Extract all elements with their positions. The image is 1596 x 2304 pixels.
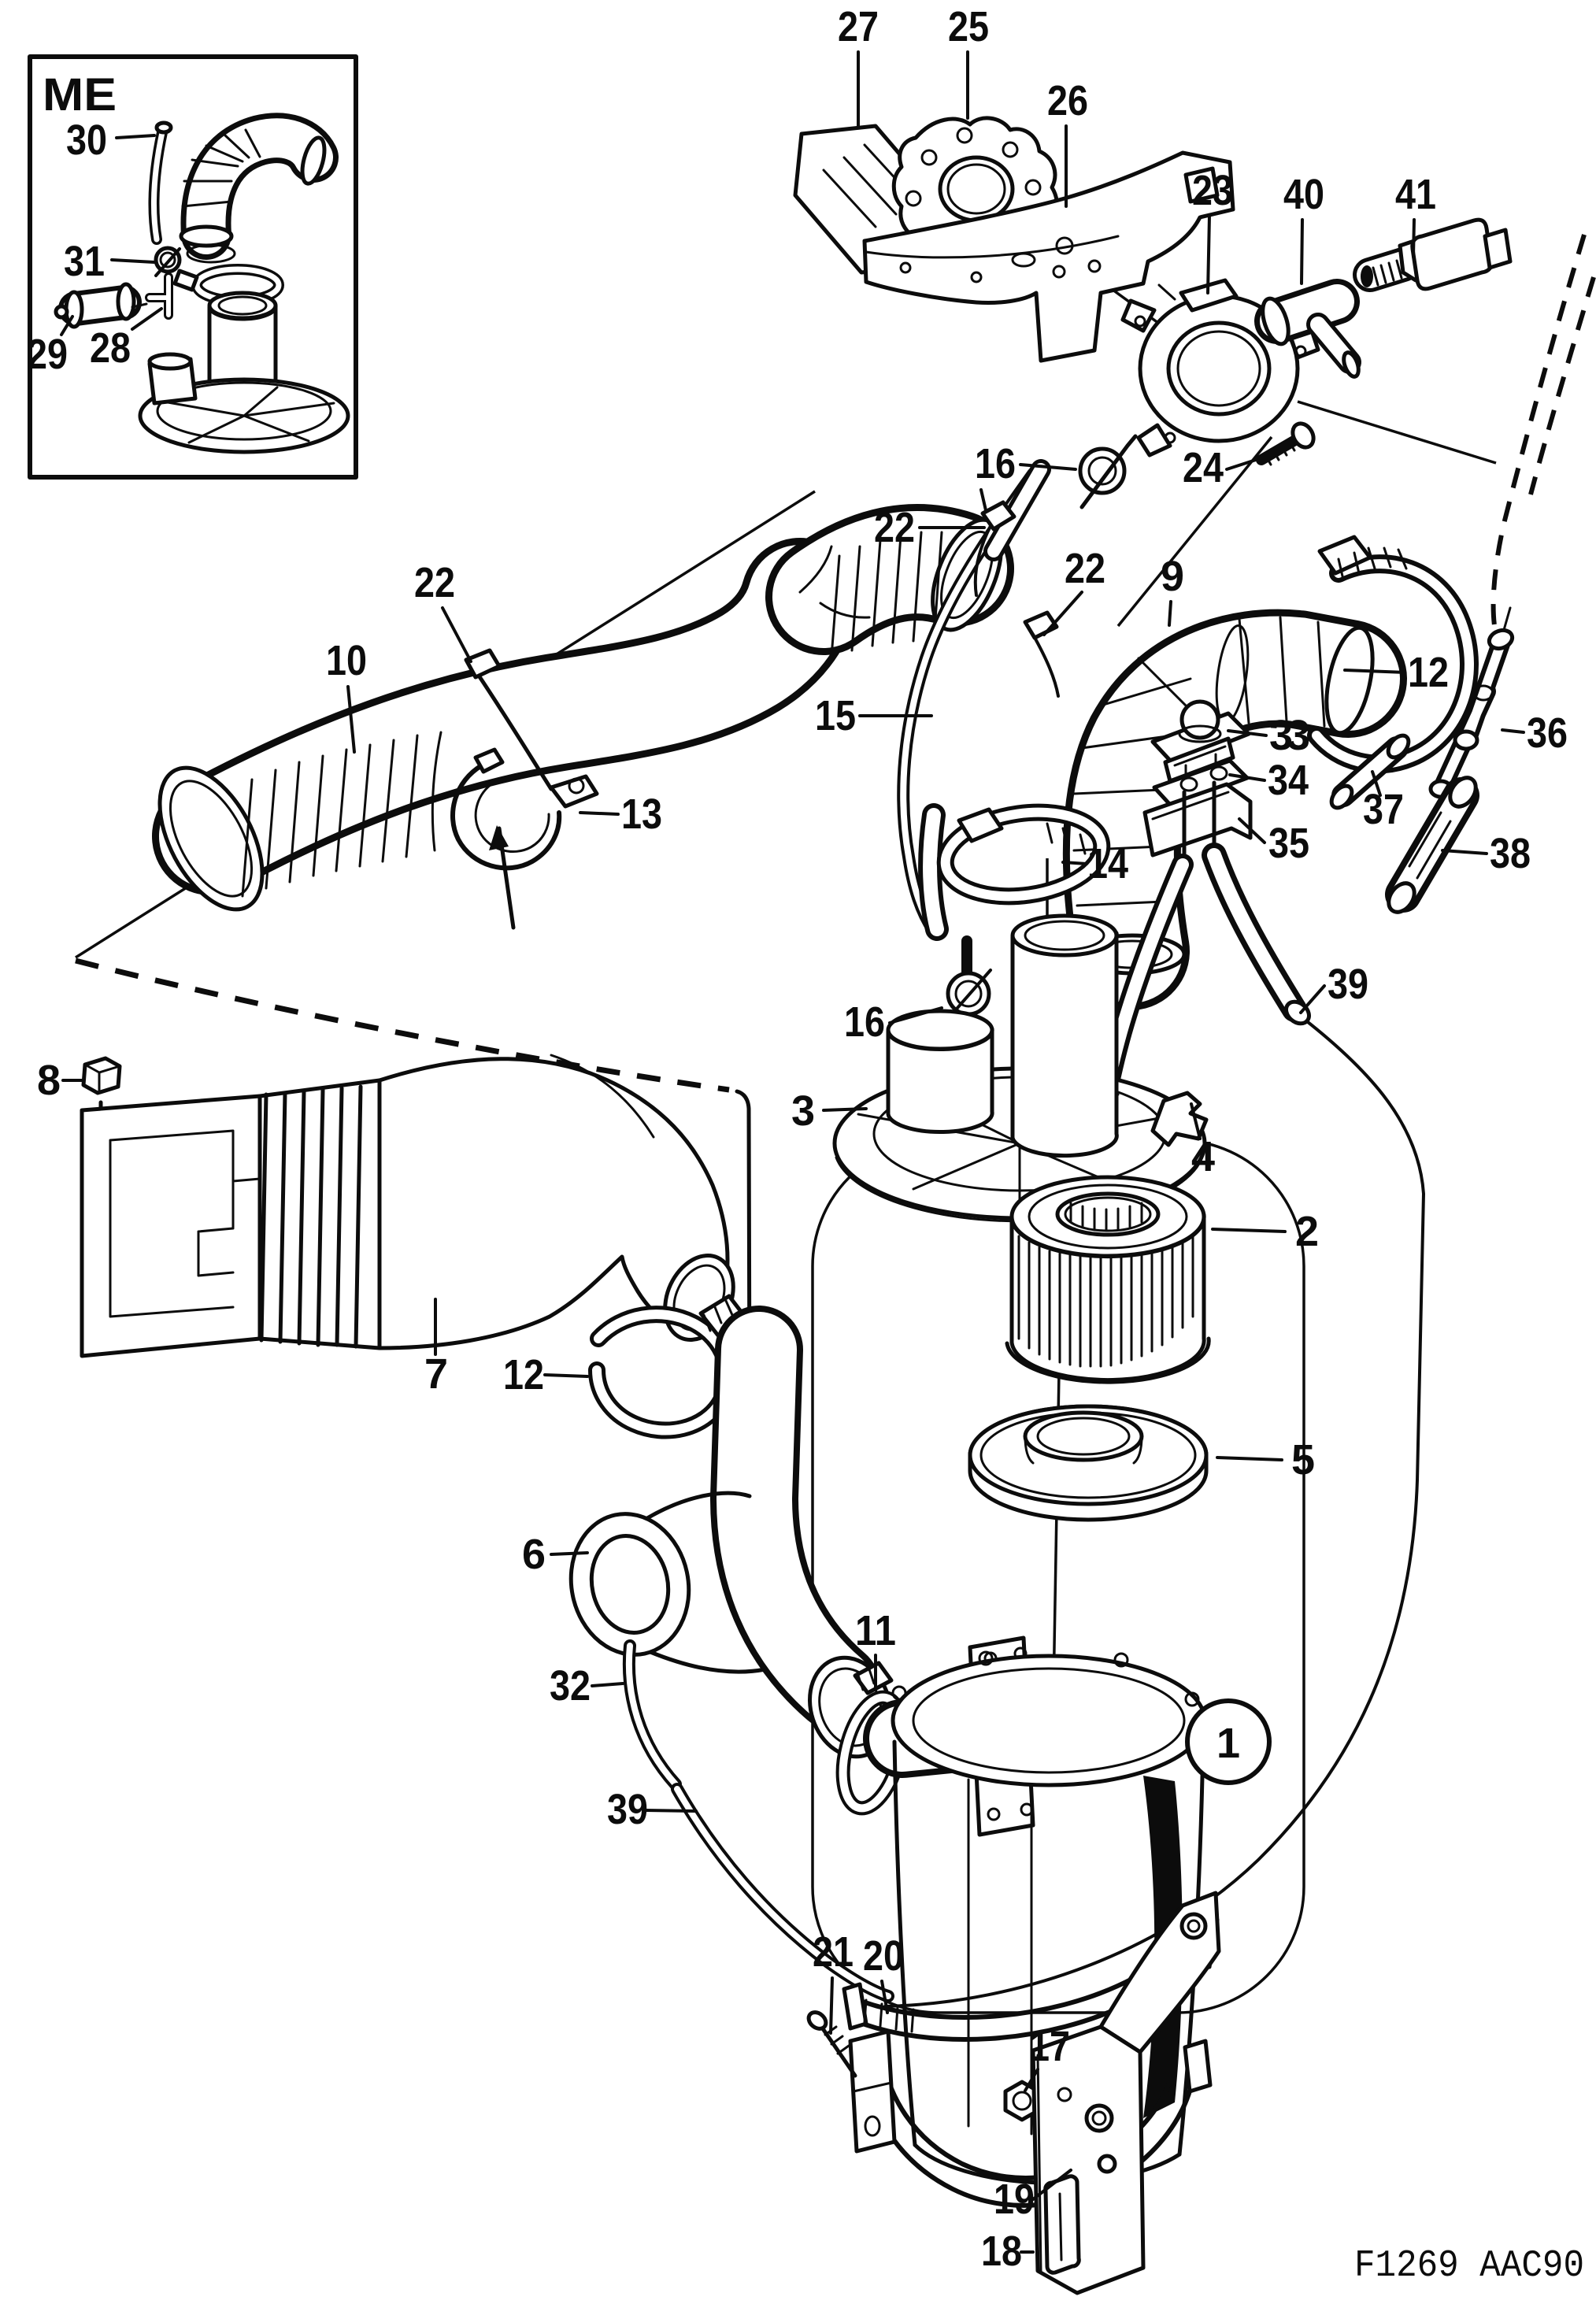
callout-1: 1 bbox=[1216, 1720, 1240, 1767]
callout-4: 4 bbox=[1191, 1133, 1215, 1180]
part-23-throttle-housing bbox=[1120, 278, 1320, 457]
callout-16-low: 16 bbox=[844, 998, 885, 1046]
part-38-hose bbox=[1385, 776, 1479, 914]
part-2-filter bbox=[1005, 1175, 1211, 1384]
callout-26: 26 bbox=[1047, 77, 1088, 124]
part-3-cover bbox=[832, 913, 1207, 1223]
leader-lines bbox=[60, 50, 1525, 2254]
callout-24: 24 bbox=[1183, 444, 1224, 491]
part-24-bolt bbox=[1256, 421, 1316, 466]
part-16-clamp-top bbox=[1078, 434, 1138, 509]
part-18-bracket bbox=[1031, 1891, 1221, 2295]
direction-arrow bbox=[489, 825, 516, 930]
callout-7: 7 bbox=[424, 1350, 448, 1398]
callout-13: 13 bbox=[621, 791, 662, 838]
part-40-fitting bbox=[1254, 279, 1361, 379]
intake-hose-assembly bbox=[152, 504, 1014, 930]
callout-25: 25 bbox=[948, 3, 989, 50]
callout-33: 33 bbox=[1269, 712, 1310, 759]
callout-37: 37 bbox=[1363, 786, 1404, 833]
callout-35: 35 bbox=[1268, 820, 1309, 867]
callout-20: 20 bbox=[863, 1932, 904, 1980]
callout-16-top: 16 bbox=[975, 440, 1016, 487]
callout-21: 21 bbox=[813, 1928, 854, 1976]
part-19-strap bbox=[848, 2029, 1213, 2208]
elbow-assembly bbox=[897, 434, 1479, 1010]
callout-41: 41 bbox=[1395, 171, 1436, 218]
callout-8: 8 bbox=[37, 1057, 61, 1104]
callout-19: 19 bbox=[994, 2176, 1035, 2223]
callout-30: 30 bbox=[66, 117, 107, 164]
callout-34: 34 bbox=[1268, 757, 1309, 804]
duct-assembly bbox=[80, 1054, 747, 1439]
callout-5: 5 bbox=[1291, 1436, 1315, 1484]
callout-15: 15 bbox=[815, 692, 856, 739]
air-cleaner: 1 bbox=[891, 1175, 1272, 2185]
callout-labels: ME 30 31 29 28 27 25 26 23 40 41 24 16 2… bbox=[27, 3, 1568, 2275]
callout-3: 3 bbox=[791, 1087, 815, 1135]
part-22-tie-mid bbox=[1023, 610, 1060, 698]
part-21-screw bbox=[806, 2010, 857, 2078]
part-26-bracket bbox=[862, 150, 1235, 363]
callout-27: 27 bbox=[838, 3, 879, 50]
part-14-clamp bbox=[936, 803, 1111, 906]
callout-9: 9 bbox=[1161, 553, 1184, 600]
callout-23: 23 bbox=[1192, 167, 1233, 214]
figure-code: F1269 AAC90 bbox=[1354, 2245, 1584, 2287]
callout-29: 29 bbox=[27, 331, 68, 378]
callout-38: 38 bbox=[1490, 830, 1531, 877]
callout-22-left: 22 bbox=[874, 504, 915, 551]
callout-22-hose: 22 bbox=[414, 559, 455, 606]
part-35-bracket bbox=[1142, 780, 1253, 865]
part-22-tie-left bbox=[973, 488, 1016, 597]
callout-6: 6 bbox=[522, 1531, 546, 1578]
part-13-clamp bbox=[450, 747, 599, 871]
part-33-mount bbox=[1150, 699, 1251, 783]
callout-12-right: 12 bbox=[1408, 649, 1449, 696]
part-39-hose-left bbox=[671, 1783, 894, 2002]
part-37-hose bbox=[1329, 733, 1411, 810]
vent-parts bbox=[883, 606, 1515, 2008]
callout-11: 11 bbox=[855, 1607, 896, 1654]
inset-me bbox=[28, 54, 358, 480]
callout-40: 40 bbox=[1283, 171, 1324, 218]
mounting-parts bbox=[806, 1891, 1221, 2295]
callout-2: 2 bbox=[1295, 1208, 1319, 1255]
callout-39-left: 39 bbox=[607, 1786, 648, 1833]
part-22-tie-hose10 bbox=[464, 648, 554, 791]
callout-28: 28 bbox=[90, 324, 131, 372]
callout-1-circle: 1 bbox=[1185, 1698, 1272, 1785]
top-assembly bbox=[793, 116, 1513, 466]
callout-18: 18 bbox=[981, 2228, 1022, 2275]
callout-32: 32 bbox=[550, 1662, 591, 1709]
part-5-seal bbox=[968, 1404, 1209, 1522]
part-16-clamp-low bbox=[945, 935, 992, 1022]
part-39-hose-long bbox=[883, 1017, 1426, 2008]
cover-assembly bbox=[832, 803, 1209, 1223]
part-36-y-connector bbox=[1428, 606, 1515, 799]
callout-22-mid: 22 bbox=[1065, 545, 1105, 592]
callout-39-right: 39 bbox=[1328, 961, 1368, 1008]
callout-10: 10 bbox=[326, 637, 367, 684]
inset-title: ME bbox=[43, 69, 117, 120]
callout-14: 14 bbox=[1087, 840, 1128, 887]
callout-12-left: 12 bbox=[503, 1351, 544, 1398]
callout-36: 36 bbox=[1527, 709, 1568, 757]
callout-17: 17 bbox=[1029, 2023, 1070, 2070]
callout-31: 31 bbox=[64, 238, 105, 285]
part-41-valve bbox=[1353, 217, 1513, 292]
